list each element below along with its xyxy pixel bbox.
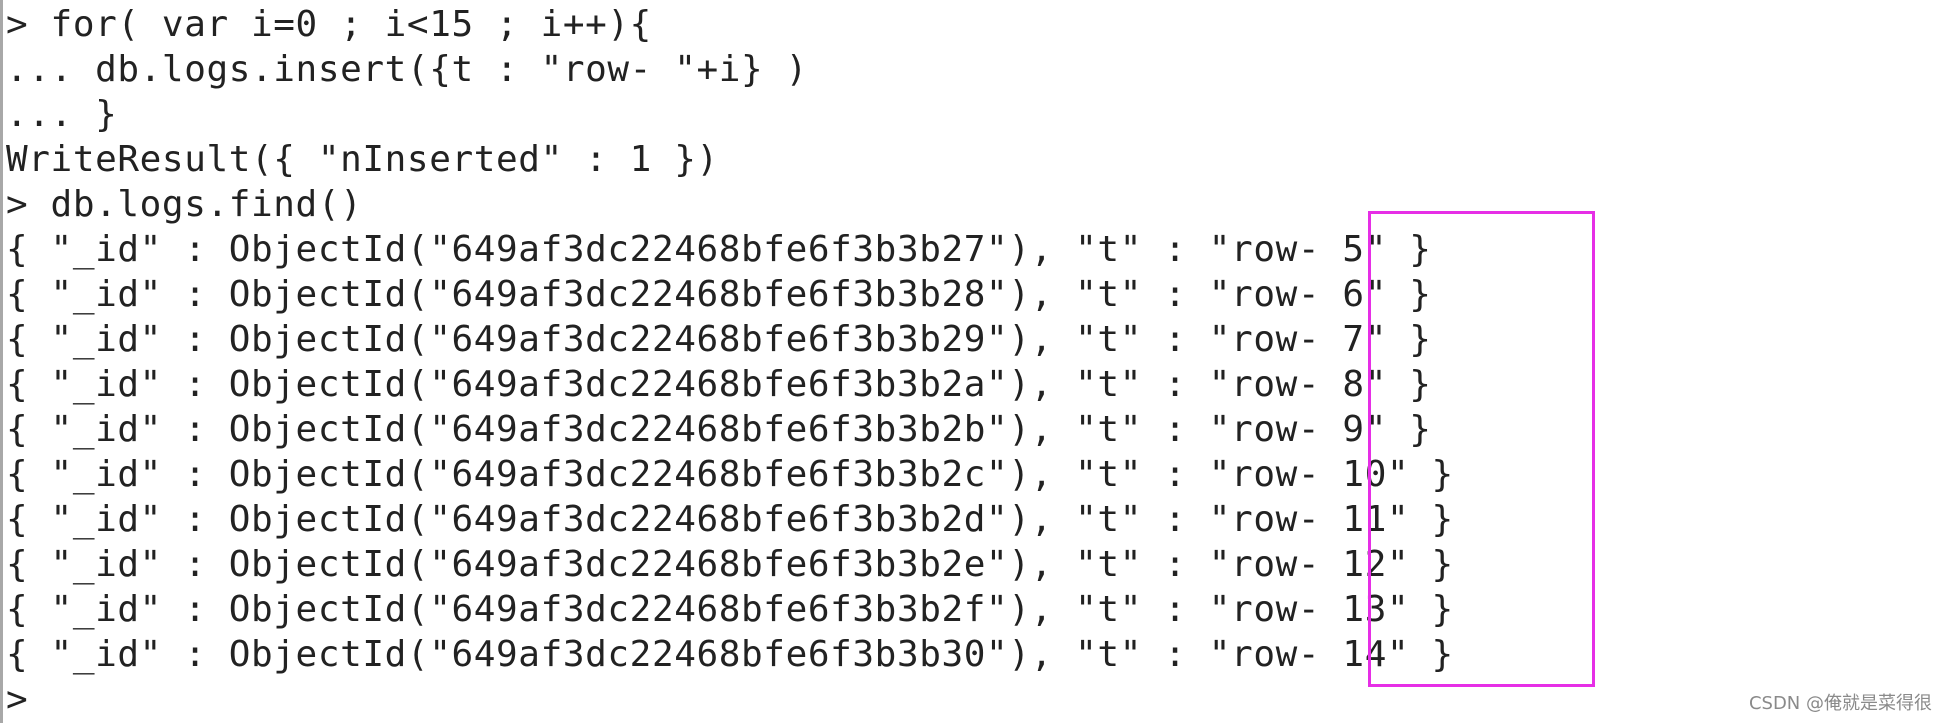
terminal-line: { "_id" : ObjectId("649af3dc22468bfe6f3b…: [6, 544, 1454, 585]
terminal-line: { "_id" : ObjectId("649af3dc22468bfe6f3b…: [6, 364, 1432, 405]
terminal-line: > for( var i=0 ; i<15 ; i++){: [6, 4, 652, 45]
terminal-line: ... }: [6, 94, 118, 135]
terminal-line: { "_id" : ObjectId("649af3dc22468bfe6f3b…: [6, 499, 1454, 540]
terminal-line: { "_id" : ObjectId("649af3dc22468bfe6f3b…: [6, 634, 1454, 675]
terminal-line: { "_id" : ObjectId("649af3dc22468bfe6f3b…: [6, 409, 1432, 450]
terminal-line: WriteResult({ "nInserted" : 1 }): [6, 139, 719, 180]
terminal-line: { "_id" : ObjectId("649af3dc22468bfe6f3b…: [6, 274, 1432, 315]
terminal-line: { "_id" : ObjectId("649af3dc22468bfe6f3b…: [6, 589, 1454, 630]
terminal-prompt[interactable]: >: [6, 679, 29, 720]
terminal-line: > db.logs.find(): [6, 184, 363, 225]
terminal-line: ... db.logs.insert({t : "row- "+i} ): [6, 49, 808, 90]
highlight-annotation-box: [1368, 211, 1595, 687]
terminal-line: { "_id" : ObjectId("649af3dc22468bfe6f3b…: [6, 229, 1432, 270]
terminal-line: { "_id" : ObjectId("649af3dc22468bfe6f3b…: [6, 454, 1454, 495]
terminal-left-border: [0, 0, 3, 723]
watermark: CSDN @俺就是菜得很: [1748, 693, 1932, 714]
terminal-line: { "_id" : ObjectId("649af3dc22468bfe6f3b…: [6, 319, 1432, 360]
